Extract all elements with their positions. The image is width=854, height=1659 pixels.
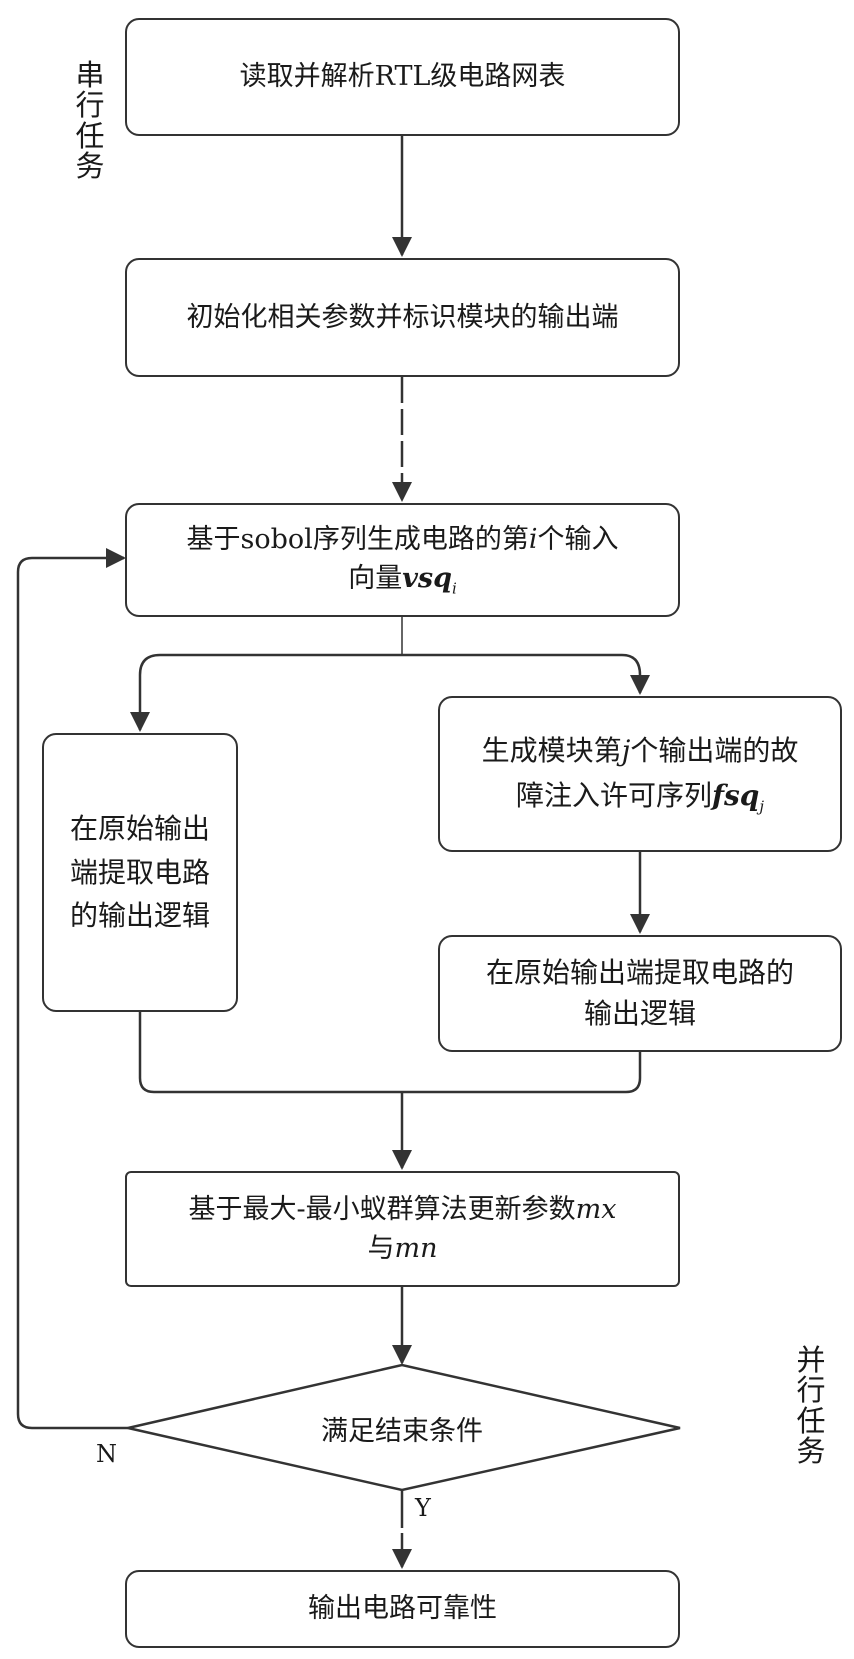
branch-yes-label: Y [415, 1494, 431, 1522]
step-left-extract-logic: 在原始输出 端提取电路 的输出逻辑 [42, 733, 238, 1012]
step-right-extract-logic: 在原始输出端提取电路的 输出逻辑 [438, 935, 842, 1052]
step-update-params: 基于最大-最小蚁群算法更新参数mx 与mn [125, 1171, 680, 1287]
rightA-var-j: j [621, 734, 631, 768]
step3-var-i: i [528, 523, 538, 555]
branch-no-label: N [96, 1440, 117, 1468]
vertical-char: 行 [75, 88, 105, 123]
loop-back-arrow [16, 548, 128, 1430]
final-text: 输出电路可靠性 [308, 1593, 497, 1625]
step5-line1-text: 基于最大-最小蚁群算法更新参数 [188, 1193, 576, 1225]
parallel-task-label: 并行任务 [795, 1345, 827, 1467]
vertical-char: 行 [796, 1373, 826, 1408]
rightA-var-sub: j [759, 797, 765, 816]
vertical-char: 并 [796, 1343, 826, 1377]
vertical-char: 务 [796, 1434, 826, 1469]
rightA-line2: 障注入许可序列fsqj [516, 774, 764, 819]
vertical-char: 串 [75, 58, 105, 92]
rightB-line2: 输出逻辑 [583, 996, 696, 1030]
left-line2: 端提取电路 [69, 855, 210, 889]
step5-line1: 基于最大-最小蚁群算法更新参数mx [189, 1190, 617, 1229]
step5-line2-text: 与 [367, 1233, 395, 1264]
step-initialize-params: 初始化相关参数并标识模块的输出端 [125, 258, 680, 377]
serial-task-text: 串行任务 [74, 60, 106, 182]
step5-var-mx: mx [575, 1193, 617, 1225]
vertical-char: 任 [796, 1403, 826, 1438]
step1-text: 读取并解析RTL级电路网表 [239, 61, 566, 93]
merge-left [138, 1012, 402, 1094]
rightB-line1: 在原始输出端提取电路的 [485, 955, 794, 989]
step2-text: 初始化相关参数并标识模块的输出端 [186, 301, 619, 333]
serial-task-label: 串行任务 [74, 60, 106, 182]
left-line1: 在原始输出 [69, 812, 210, 846]
step-output-reliability: 输出电路可靠性 [125, 1570, 680, 1648]
step3-line1: 基于sobol序列生成电路的第i个输入 [187, 520, 619, 559]
vertical-char: 任 [75, 118, 105, 153]
decision-diamond [127, 1363, 681, 1492]
rightA-line1-text-a: 生成模块第 [481, 734, 622, 768]
step5-line2: 与mn [368, 1229, 438, 1268]
step3-line1-text-a: 基于sobol序列生成电路的第 [186, 523, 529, 555]
step3-var-vsq: vsq [402, 563, 452, 594]
arrow-to-left-branch [130, 653, 402, 732]
merge-right [402, 1052, 642, 1094]
parallel-task-text: 并行任务 [795, 1345, 827, 1467]
rightA-line1: 生成模块第j个输出端的故 [482, 729, 799, 774]
arrow-to-right-branch [402, 653, 650, 695]
decision-text: 满足结束条件 [321, 1416, 483, 1447]
step5-var-mn: mn [394, 1233, 438, 1264]
rightA-var-fsq: fsq [711, 779, 760, 812]
rightA-line1-text-b: 个输出端的故 [630, 734, 799, 768]
step-right-generate-fault-sequence: 生成模块第j个输出端的故 障注入许可序列fsqj [438, 696, 842, 852]
left-line3: 的输出逻辑 [69, 899, 210, 933]
step-generate-input-vector: 基于sobol序列生成电路的第i个输入 向量vsqi [125, 503, 680, 617]
rightA-line2-text: 障注入许可序列 [515, 779, 712, 812]
step3-line2-text: 向量 [348, 563, 403, 594]
vertical-char: 务 [75, 149, 105, 184]
step3-var-sub: i [451, 579, 457, 598]
step-read-netlist: 读取并解析RTL级电路网表 [125, 18, 680, 136]
step3-line2: 向量vsqi [348, 559, 457, 600]
step3-line1-text-b: 个输入 [537, 523, 619, 555]
